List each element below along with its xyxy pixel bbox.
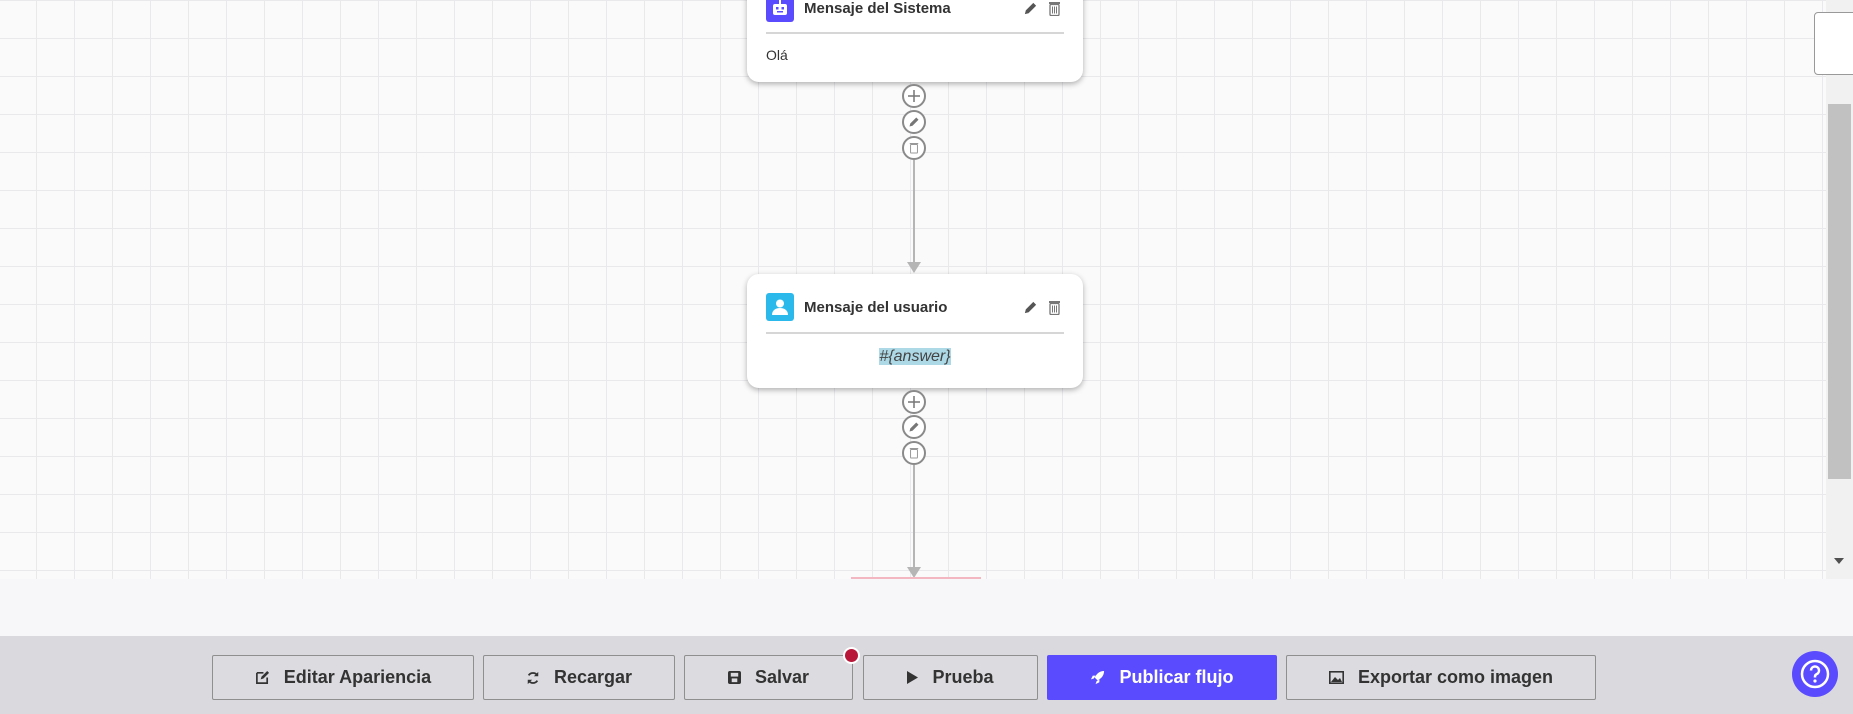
next-node-edge — [851, 577, 981, 579]
button-label: Salvar — [754, 667, 810, 687]
help-icon — [1800, 659, 1830, 689]
button-label: Editar Apariencia — [283, 667, 432, 687]
edit-node-pencil-icon[interactable] — [1020, 0, 1040, 18]
divider — [766, 332, 1064, 334]
variable-placeholder: #{answer} — [879, 348, 951, 365]
node-title: Mensaje del usuario — [804, 298, 948, 316]
bottom-toolbar: Editar Apariencia Recargar Salvar Prueba… — [0, 636, 1853, 714]
publish-flow-button[interactable]: Publicar flujo — [1047, 655, 1277, 700]
scrollbar-thumb[interactable] — [1828, 104, 1851, 479]
refresh-icon — [527, 671, 539, 684]
export-image-button[interactable]: Exportar como imagen — [1286, 655, 1596, 700]
button-label: Exportar como imagen — [1357, 667, 1554, 687]
delete-connection-button[interactable] — [902, 136, 926, 160]
user-icon — [766, 293, 794, 321]
edit-node-pencil-icon[interactable] — [1020, 297, 1040, 317]
robot-icon — [766, 0, 794, 22]
delete-connection-button[interactable] — [902, 441, 926, 465]
flow-canvas[interactable]: Mensaje del Sistema Olá Mensaje del usua… — [0, 0, 1826, 579]
connector-line — [913, 160, 915, 264]
unsaved-changes-dot — [843, 647, 860, 664]
button-label: Publicar flujo — [1119, 667, 1234, 687]
help-button[interactable] — [1792, 651, 1838, 697]
button-label: Prueba — [932, 667, 994, 687]
delete-node-trash-icon[interactable] — [1044, 297, 1064, 317]
node-body: Olá — [766, 47, 788, 63]
save-icon — [727, 671, 741, 684]
node-title: Mensaje del Sistema — [804, 0, 951, 17]
delete-node-trash-icon[interactable] — [1044, 0, 1064, 18]
image-icon — [1328, 671, 1344, 684]
add-node-button[interactable] — [902, 390, 926, 414]
scroll-down-arrow-icon[interactable] — [1834, 558, 1844, 564]
divider — [766, 32, 1064, 34]
add-node-button[interactable] — [902, 84, 926, 108]
connector-arrow — [907, 567, 921, 578]
reload-button[interactable]: Recargar — [483, 655, 675, 700]
edit-connection-button[interactable] — [902, 110, 926, 134]
edit-appearance-button[interactable]: Editar Apariencia — [212, 655, 474, 700]
connector-line — [913, 465, 915, 569]
test-button[interactable]: Prueba — [863, 655, 1038, 700]
side-panel-toggle[interactable] — [1814, 12, 1853, 75]
connector-arrow — [907, 262, 921, 273]
play-icon — [907, 671, 919, 684]
edit-connection-button[interactable] — [902, 415, 926, 439]
node-user-message[interactable]: Mensaje del usuario #{answer} — [747, 274, 1083, 388]
rocket-icon — [1091, 670, 1105, 685]
button-label: Recargar — [553, 667, 633, 687]
save-button[interactable]: Salvar — [684, 655, 853, 700]
edit-icon — [255, 670, 269, 684]
node-system-message[interactable]: Mensaje del Sistema Olá — [747, 0, 1083, 82]
